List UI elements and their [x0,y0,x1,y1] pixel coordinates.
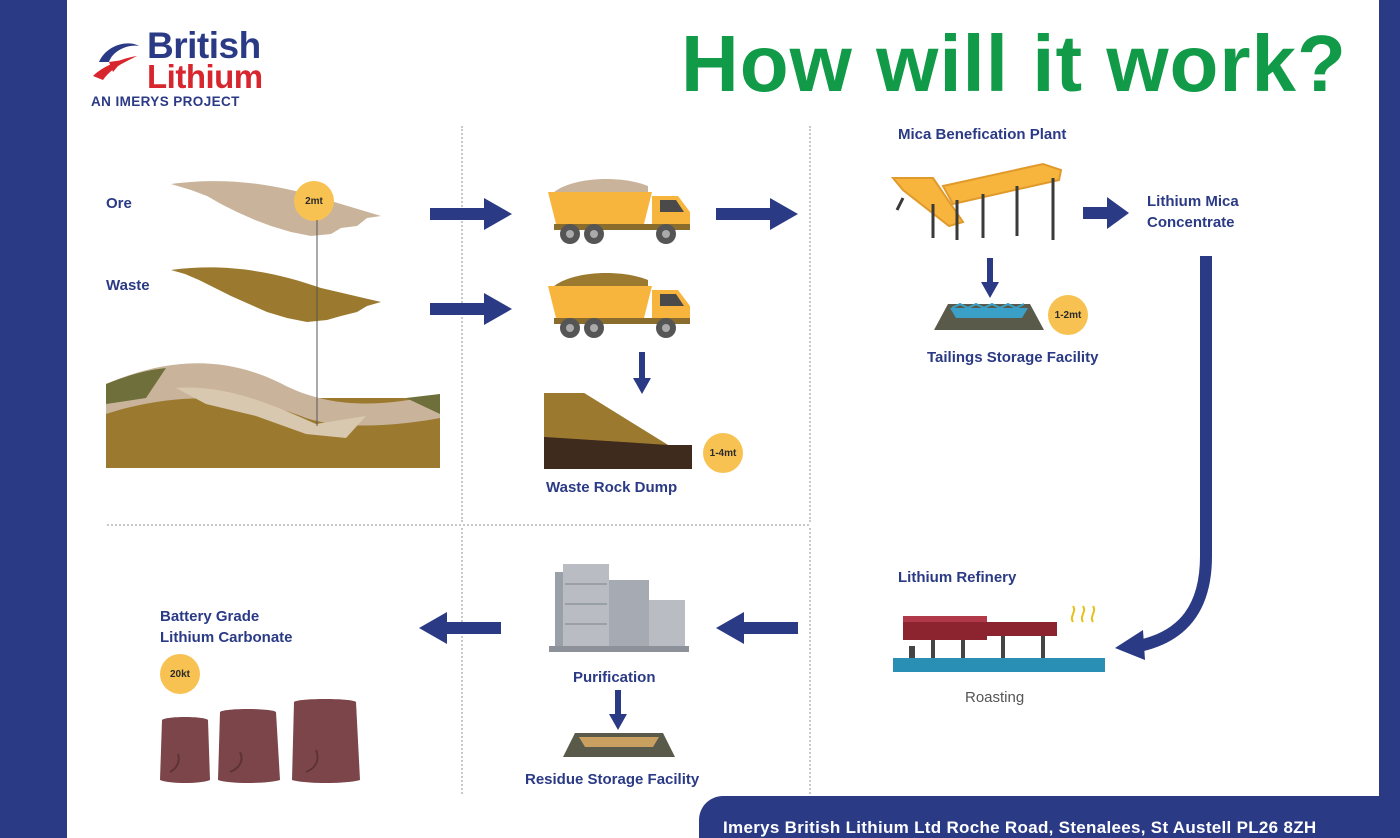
infographic-panel: British Lithium AN IMERYS PROJECT How wi… [67,0,1379,838]
ore-layer-icon [171,181,381,236]
arrow-concentrate-to-refinery [1115,256,1212,660]
arrow-waste-to-truck [430,293,512,325]
arrow-truck-to-dump [633,352,651,394]
british-lithium-logo: British Lithium AN IMERYS PROJECT [89,26,289,110]
waste-rock-dump-icon [544,393,692,469]
arrow-purification-to-carbonate [419,612,501,644]
residue-label: Residue Storage Facility [525,771,700,788]
ore-label: Ore [106,195,132,212]
ore-badge: 2mt [294,181,334,221]
ground-cross-section-icon [106,363,440,468]
logo-british: British [147,25,261,66]
logo-lithium: Lithium [147,58,263,95]
drill-line [316,220,318,426]
arrow-truck-to-plant [716,198,798,230]
carbonate-label-2: Lithium Carbonate [160,629,293,646]
mica-concentrate-label-2: Concentrate [1147,214,1235,231]
roasting-label: Roasting [965,689,1025,706]
tailings-facility-icon [934,302,1044,330]
purification-tanks-icon [549,564,689,652]
footer-address-bar: Imerys British Lithium Ltd Roche Road, S… [699,796,1379,838]
carbonate-label-1: Battery Grade [160,608,260,625]
ore-truck-icon [548,179,690,244]
waste-layer-icon [171,267,381,322]
waste-rock-dump-label: Waste Rock Dump [546,479,678,496]
carbonate-badge: 20kt [160,654,200,694]
divider-3 [461,528,463,794]
mica-concentrate-label-1: Lithium Mica [1147,193,1239,210]
logo-tagline: AN IMERYS PROJECT [91,94,240,109]
waste-dump-badge: 1-4mt [703,433,743,473]
divider-4 [809,528,811,794]
page-title: How will it work? [681,19,1347,108]
refinery-label: Lithium Refinery [898,569,1017,586]
arrow-refinery-to-purification [716,612,798,644]
divider-1 [461,126,463,522]
waste-truck-icon [548,273,690,338]
swoosh-icon [93,43,139,80]
arrow-purification-to-residue [609,690,627,730]
divider-2 [809,126,811,522]
arrow-plant-to-tailings [981,258,999,298]
mica-plant-icon [890,162,1063,240]
waste-label: Waste [106,277,150,294]
tailings-label: Tailings Storage Facility [927,349,1099,366]
arrow-ore-to-truck [430,198,512,230]
tailings-badge: 1-2mt [1048,295,1088,335]
carbonate-bags-icon [160,699,360,783]
refinery-kiln-icon [893,605,1105,672]
purification-label: Purification [573,669,656,686]
divider-mid [107,524,809,526]
footer-address: Imerys British Lithium Ltd Roche Road, S… [723,818,1317,837]
mica-plant-label: Mica Benefication Plant [898,126,1067,143]
residue-facility-icon [563,733,675,757]
arrow-plant-to-concentrate [1083,197,1129,229]
